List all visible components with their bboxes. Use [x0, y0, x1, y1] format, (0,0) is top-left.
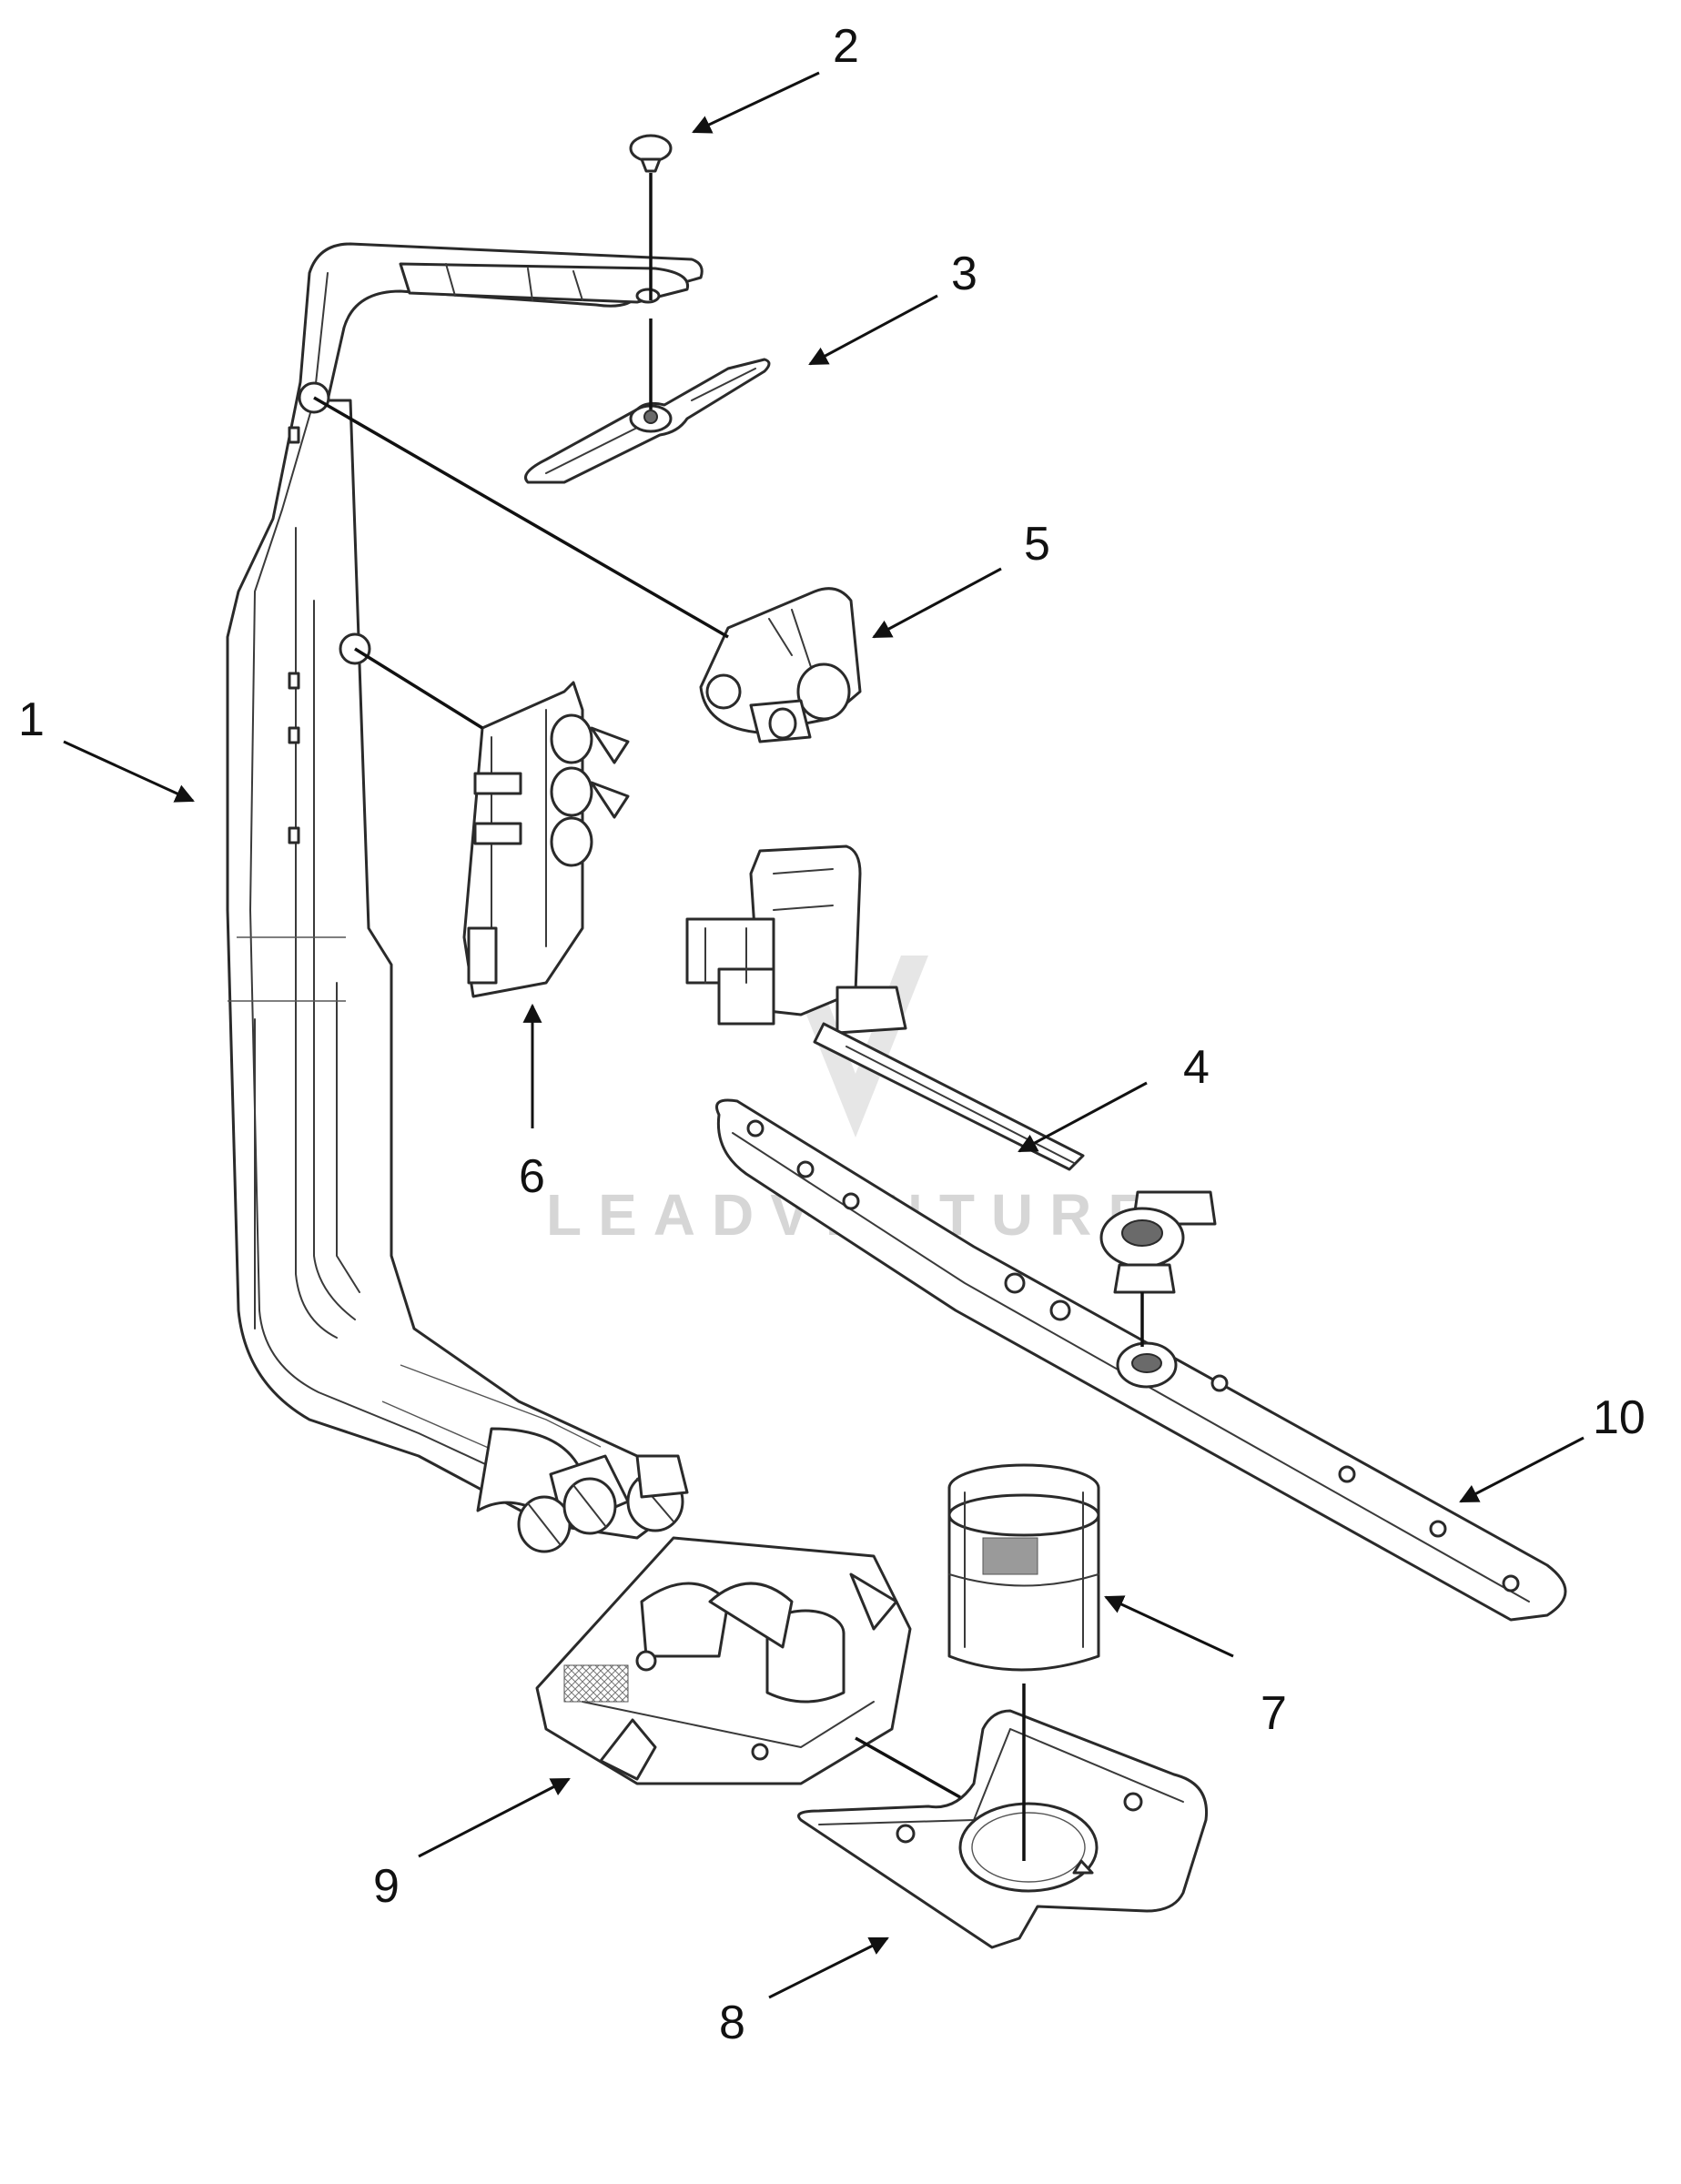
- part-8-plate: [797, 1709, 1209, 1949]
- leader-8: [768, 1936, 889, 1999]
- part-4-feed-assembly: [685, 844, 1217, 1294]
- part-10-lower-spray-arm: [715, 1098, 1567, 1622]
- part-6-bracket: [462, 681, 630, 998]
- part-9-sump: [535, 1536, 912, 1785]
- leader-9: [418, 1777, 571, 1858]
- callout-2: 2: [833, 20, 859, 73]
- callout-4: 4: [1183, 1041, 1210, 1094]
- leader-2: [692, 71, 820, 134]
- callout-8: 8: [719, 1997, 745, 2049]
- callout-10: 10: [1593, 1391, 1646, 1444]
- leader-4: [1018, 1081, 1148, 1153]
- leader-arrows: [63, 71, 1585, 1999]
- part-7-filter: [947, 1463, 1100, 1672]
- leader-7: [1104, 1595, 1234, 1658]
- callout-7: 7: [1261, 1687, 1287, 1740]
- part-5-mount: [699, 587, 862, 743]
- part-3-upper-spray-arm: [524, 358, 771, 484]
- part-1-supply-tube: [226, 242, 704, 1553]
- callout-labels: 1 2 3 4 5 6 7 8 9 10: [18, 20, 1646, 2049]
- callout-5: 5: [1024, 518, 1050, 571]
- hose-ends: [476, 1427, 689, 1553]
- callout-1: 1: [18, 693, 45, 746]
- leader-1: [63, 740, 195, 803]
- callout-6: 6: [519, 1150, 545, 1203]
- leader-5: [872, 567, 1002, 639]
- leader-10: [1459, 1436, 1585, 1503]
- part-2-cap: [629, 134, 673, 173]
- callout-9: 9: [373, 1860, 400, 1913]
- leader-3: [808, 294, 938, 366]
- callout-3: 3: [951, 248, 977, 300]
- explode-lines: [313, 173, 1144, 1861]
